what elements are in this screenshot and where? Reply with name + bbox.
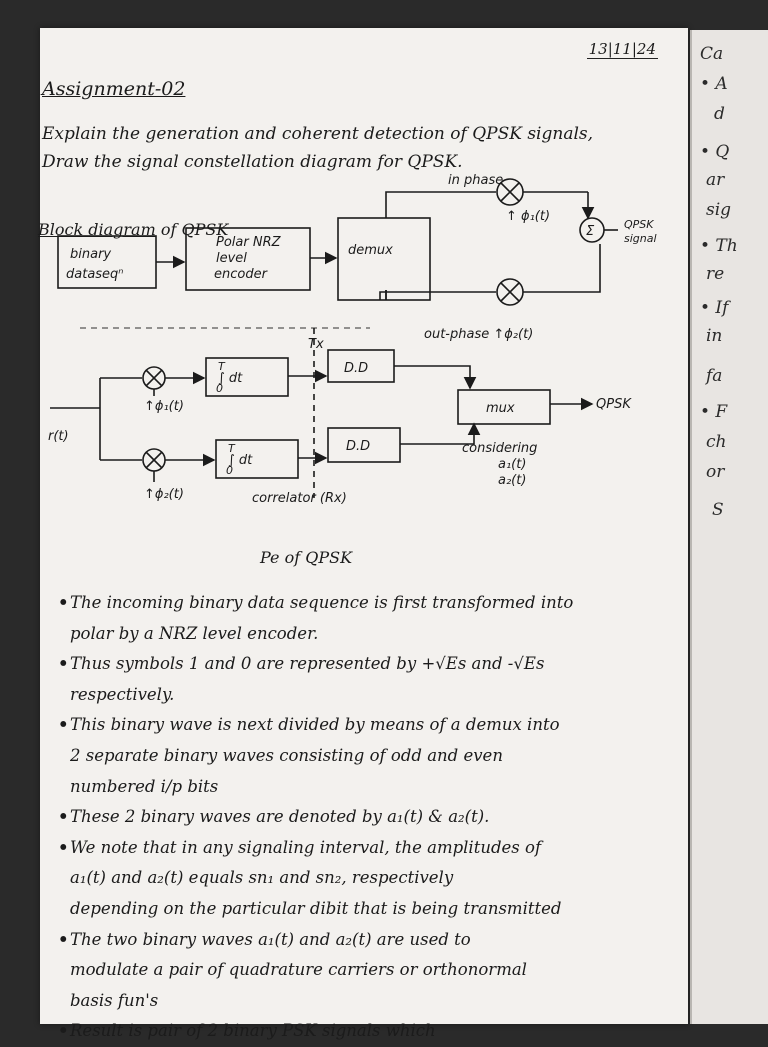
note-line: a₁(t) and a₂(t) equals sn₁ and sn₂, resp… bbox=[70, 868, 454, 888]
encoder-box-line-1: Polar NRZ bbox=[216, 235, 282, 250]
notebook-page: 13|11|24 Assignment-02 Explain the gener… bbox=[38, 28, 688, 1040]
adjacent-text: d bbox=[714, 104, 725, 124]
note-line: •Result is pair of 2 binary PSK signals … bbox=[58, 1021, 436, 1041]
demux-box bbox=[337, 217, 431, 301]
integrator-1-label: ∫ dt bbox=[218, 371, 243, 386]
tx-label: Tx bbox=[308, 337, 324, 352]
int2-upper: T bbox=[228, 442, 236, 455]
block-diagram-heading-underlined: Block diagram bbox=[38, 220, 156, 239]
considering-label: considering bbox=[462, 441, 537, 456]
question-line-1: Explain the generation and coherent dete… bbox=[42, 124, 594, 144]
phi1-label: ↑ ϕ₁(t) bbox=[506, 209, 550, 224]
note-line: depending on the particular dibit that i… bbox=[70, 898, 562, 918]
pe-label: Pe of QPSK bbox=[260, 548, 353, 567]
integrator-box-1 bbox=[205, 357, 289, 397]
note-line: •The incoming binary data sequence is fi… bbox=[58, 593, 574, 612]
note-line: •The two binary waves a₁(t) and a₂(t) ar… bbox=[58, 929, 471, 949]
page-title: Assignment-02 bbox=[42, 78, 186, 100]
int1-upper: T bbox=[218, 360, 226, 373]
qpsk-signal-line-1: QPSK bbox=[624, 218, 654, 231]
adjacent-text: • Q bbox=[700, 142, 730, 162]
note-line: polar by a NRZ level encoder. bbox=[70, 623, 319, 643]
rx-phi2-label: ↑ϕ₂(t) bbox=[144, 487, 184, 502]
question-line-2: Draw the signal constellation diagram fo… bbox=[42, 152, 463, 172]
notes-list: •The incoming binary data sequence is fi… bbox=[58, 588, 698, 1047]
adjacent-text: re bbox=[706, 264, 725, 284]
correlator-label: correlator (Rx) bbox=[252, 491, 347, 506]
note-line: numbered i/p bits bbox=[70, 776, 219, 796]
integrator-box-2 bbox=[215, 439, 299, 479]
block-diagram-heading-rest: of QPSK bbox=[155, 220, 229, 239]
encoder-box bbox=[185, 227, 311, 291]
adjacent-text: • Th bbox=[700, 236, 738, 256]
adjacent-text: Ca bbox=[700, 44, 724, 64]
dd-box-2 bbox=[327, 427, 401, 463]
adjacent-text: or bbox=[706, 462, 725, 482]
note-line: respectively. bbox=[70, 684, 175, 704]
binary-box-line-1: binary bbox=[70, 247, 111, 262]
out-phase-label: out-phase ↑ϕ₂(t) bbox=[424, 327, 533, 342]
qpsk-block-diagram: binary dataseqⁿ Polar NRZ level encoder … bbox=[48, 173, 657, 506]
dd-box-1-label: D.D bbox=[344, 361, 368, 376]
adjacent-text: in bbox=[706, 326, 723, 346]
a2-label: a₂(t) bbox=[498, 473, 526, 488]
adjacent-text: ch bbox=[706, 432, 727, 452]
note-line: 2 separate binary waves consisting of od… bbox=[70, 745, 503, 765]
note-line: •Thus symbols 1 and 0 are represented by… bbox=[58, 654, 545, 674]
adjacent-text: sig bbox=[706, 200, 732, 220]
rx-output-label: QPSK bbox=[596, 397, 632, 412]
note-line: modulate a pair of quadrature carriers o… bbox=[70, 960, 527, 980]
date: 13|11|24 bbox=[586, 40, 658, 59]
qpsk-signal-line-2: signal bbox=[624, 232, 657, 245]
note-line: basis fun's bbox=[70, 990, 159, 1010]
adjacent-text: • F bbox=[700, 402, 728, 422]
encoder-box-line-3: encoder bbox=[214, 267, 269, 282]
block-diagram-heading: Block diagram of QPSK bbox=[38, 220, 228, 239]
dd-box-2-label: D.D bbox=[346, 439, 370, 454]
demux-label: demux bbox=[348, 243, 393, 258]
int2-lower: 0 bbox=[226, 464, 233, 477]
rx-phi1-label: ↑ϕ₁(t) bbox=[144, 399, 184, 414]
sum-symbol: Σ bbox=[586, 224, 595, 239]
mux-label: mux bbox=[486, 401, 515, 416]
a1-label: a₁(t) bbox=[498, 457, 526, 472]
binary-box-line-2: dataseqⁿ bbox=[66, 267, 124, 282]
adjacent-text: • A bbox=[700, 74, 728, 94]
rx-input-label: r(t) bbox=[48, 429, 69, 444]
adjacent-text: ar bbox=[706, 170, 725, 190]
in-phase-label: in phase bbox=[448, 173, 503, 188]
note-line: •We note that in any signaling interval,… bbox=[58, 837, 542, 857]
integrator-2-label: ∫ dt bbox=[228, 453, 253, 468]
int1-lower: 0 bbox=[216, 382, 223, 395]
adjacent-text: • If bbox=[700, 298, 729, 318]
note-line: •These 2 binary waves are denoted by a₁(… bbox=[58, 807, 490, 827]
adjacent-text: S bbox=[712, 500, 724, 520]
adjacent-page: Ca • A d • Q ar sig • Th re • If in fa •… bbox=[690, 30, 768, 1024]
mux-box bbox=[457, 389, 551, 425]
adjacent-text: fa bbox=[706, 366, 723, 386]
note-line: •This binary wave is next divided by mea… bbox=[58, 715, 560, 735]
encoder-box-line-2: level bbox=[216, 251, 247, 266]
